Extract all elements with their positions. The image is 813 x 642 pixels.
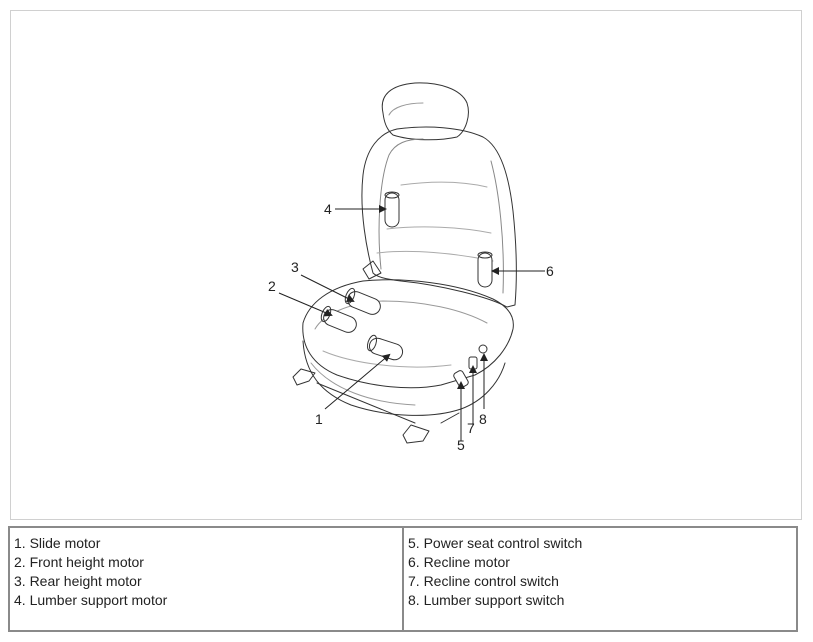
seat-illustration: 1 2 3 4 5 6 7 8 bbox=[268, 82, 554, 453]
callout-1: 1 bbox=[315, 411, 323, 427]
legend-item: 2. Front height motor bbox=[14, 554, 144, 570]
legend-item: 8. Lumber support switch bbox=[408, 592, 565, 608]
legend-item: 5. Power seat control switch bbox=[408, 535, 583, 551]
seat-diagram: 1 2 3 4 5 6 7 8 bbox=[10, 10, 802, 520]
leader-3 bbox=[300, 274, 355, 302]
front-height-motor bbox=[320, 305, 357, 333]
leader-1 bbox=[324, 353, 391, 410]
rear-foot bbox=[402, 424, 430, 444]
recline-motor bbox=[477, 251, 493, 288]
front-foot bbox=[292, 368, 316, 386]
callout-2: 2 bbox=[268, 278, 276, 294]
cushion-outline bbox=[302, 279, 514, 389]
rear-height-motor bbox=[344, 287, 381, 315]
headrest-outline bbox=[381, 82, 469, 141]
callout-8: 8 bbox=[479, 411, 487, 427]
legend-item: 7. Recline control switch bbox=[408, 573, 559, 589]
callout-4: 4 bbox=[324, 201, 332, 217]
callout-7: 7 bbox=[467, 420, 475, 436]
legend-item: 4. Lumber support motor bbox=[14, 592, 168, 608]
callout-6: 6 bbox=[546, 263, 554, 279]
legend-item: 3. Rear height motor bbox=[14, 573, 142, 589]
leader-2 bbox=[278, 292, 333, 317]
callout-3: 3 bbox=[291, 259, 299, 275]
lumber-support-switch bbox=[478, 344, 488, 354]
legend-item: 6. Recline motor bbox=[408, 554, 510, 570]
seatback-outline bbox=[361, 126, 517, 308]
lumber-support-motor bbox=[384, 191, 400, 228]
legend-table: 1. Slide motor 2. Front height motor 3. … bbox=[8, 526, 798, 632]
legend-item: 1. Slide motor bbox=[14, 535, 101, 551]
callout-5: 5 bbox=[457, 437, 465, 453]
legend-column-right: 5. Power seat control switch 6. Recline … bbox=[402, 528, 796, 630]
legend-column-left: 1. Slide motor 2. Front height motor 3. … bbox=[10, 528, 402, 630]
